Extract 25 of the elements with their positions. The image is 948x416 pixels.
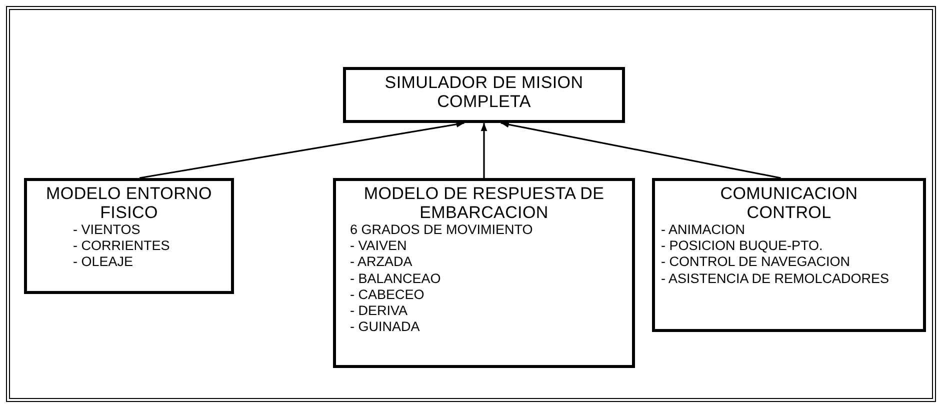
list-item: - CORRIENTES xyxy=(72,238,171,254)
process-box xyxy=(652,178,926,332)
list-item: - ANIMACION xyxy=(661,222,746,238)
arrow xyxy=(139,121,464,179)
list-item: - ARZADA xyxy=(349,254,414,271)
arrow xyxy=(480,123,488,178)
list-item: - CONTROL DE NAVEGACION xyxy=(661,254,852,271)
list-item: - CABECEO xyxy=(349,286,426,303)
process-box xyxy=(343,67,625,123)
list-item: - DERIVA xyxy=(349,303,409,320)
box-heading: MODELO DE RESPUESTA DE EMBARCACION xyxy=(362,184,606,222)
list-item: - VIENTOS xyxy=(72,222,142,238)
list-item: 6 GRADOS DE MOVIMIENTO xyxy=(349,222,534,238)
box-heading: SIMULADOR DE MISION COMPLETA xyxy=(384,73,584,112)
list-item: - VAIVEN xyxy=(349,238,408,254)
list-item: - ASISTENCIA DE REMOLCADORES xyxy=(661,270,890,287)
arrow xyxy=(500,121,781,179)
list-item: - BALANCEAO xyxy=(349,270,442,287)
list-item: - GUINADA xyxy=(349,319,421,336)
box-heading: MODELO ENTORNO FISICO xyxy=(45,184,213,222)
process-box xyxy=(24,178,234,294)
list-item: - POSICION BUQUE-PTO. xyxy=(661,238,824,254)
process-box xyxy=(333,178,635,368)
box-heading: COMUNICACION CONTROL xyxy=(719,184,859,222)
list-item: - OLEAJE xyxy=(72,254,134,271)
